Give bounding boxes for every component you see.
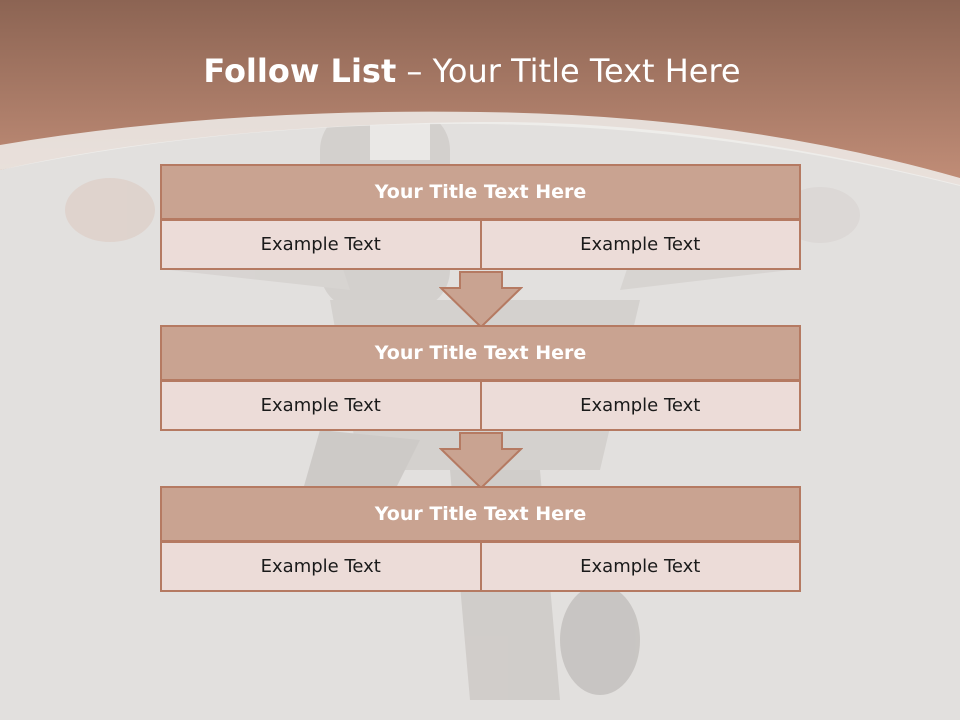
block-cell-left: Example Text <box>160 542 481 592</box>
block-title: Your Title Text Here <box>160 486 801 542</box>
list-block-3: Your Title Text Here Example Text Exampl… <box>160 486 801 592</box>
slide-title-bold: Follow List <box>203 52 397 90</box>
block-cell-left: Example Text <box>160 220 481 270</box>
list-block-1: Your Title Text Here Example Text Exampl… <box>160 164 801 270</box>
block-cell-right: Example Text <box>480 381 801 431</box>
slide-title-rest: – Your Title Text Here <box>396 52 741 90</box>
block-cell-right: Example Text <box>480 542 801 592</box>
down-arrow-icon <box>439 271 523 329</box>
block-title: Your Title Text Here <box>160 325 801 381</box>
slide-title: Follow List – Your Title Text Here <box>0 52 944 90</box>
down-arrow-icon <box>439 432 523 490</box>
block-cell-left: Example Text <box>160 381 481 431</box>
block-cell-right: Example Text <box>480 220 801 270</box>
list-block-2: Your Title Text Here Example Text Exampl… <box>160 325 801 431</box>
block-title: Your Title Text Here <box>160 164 801 220</box>
